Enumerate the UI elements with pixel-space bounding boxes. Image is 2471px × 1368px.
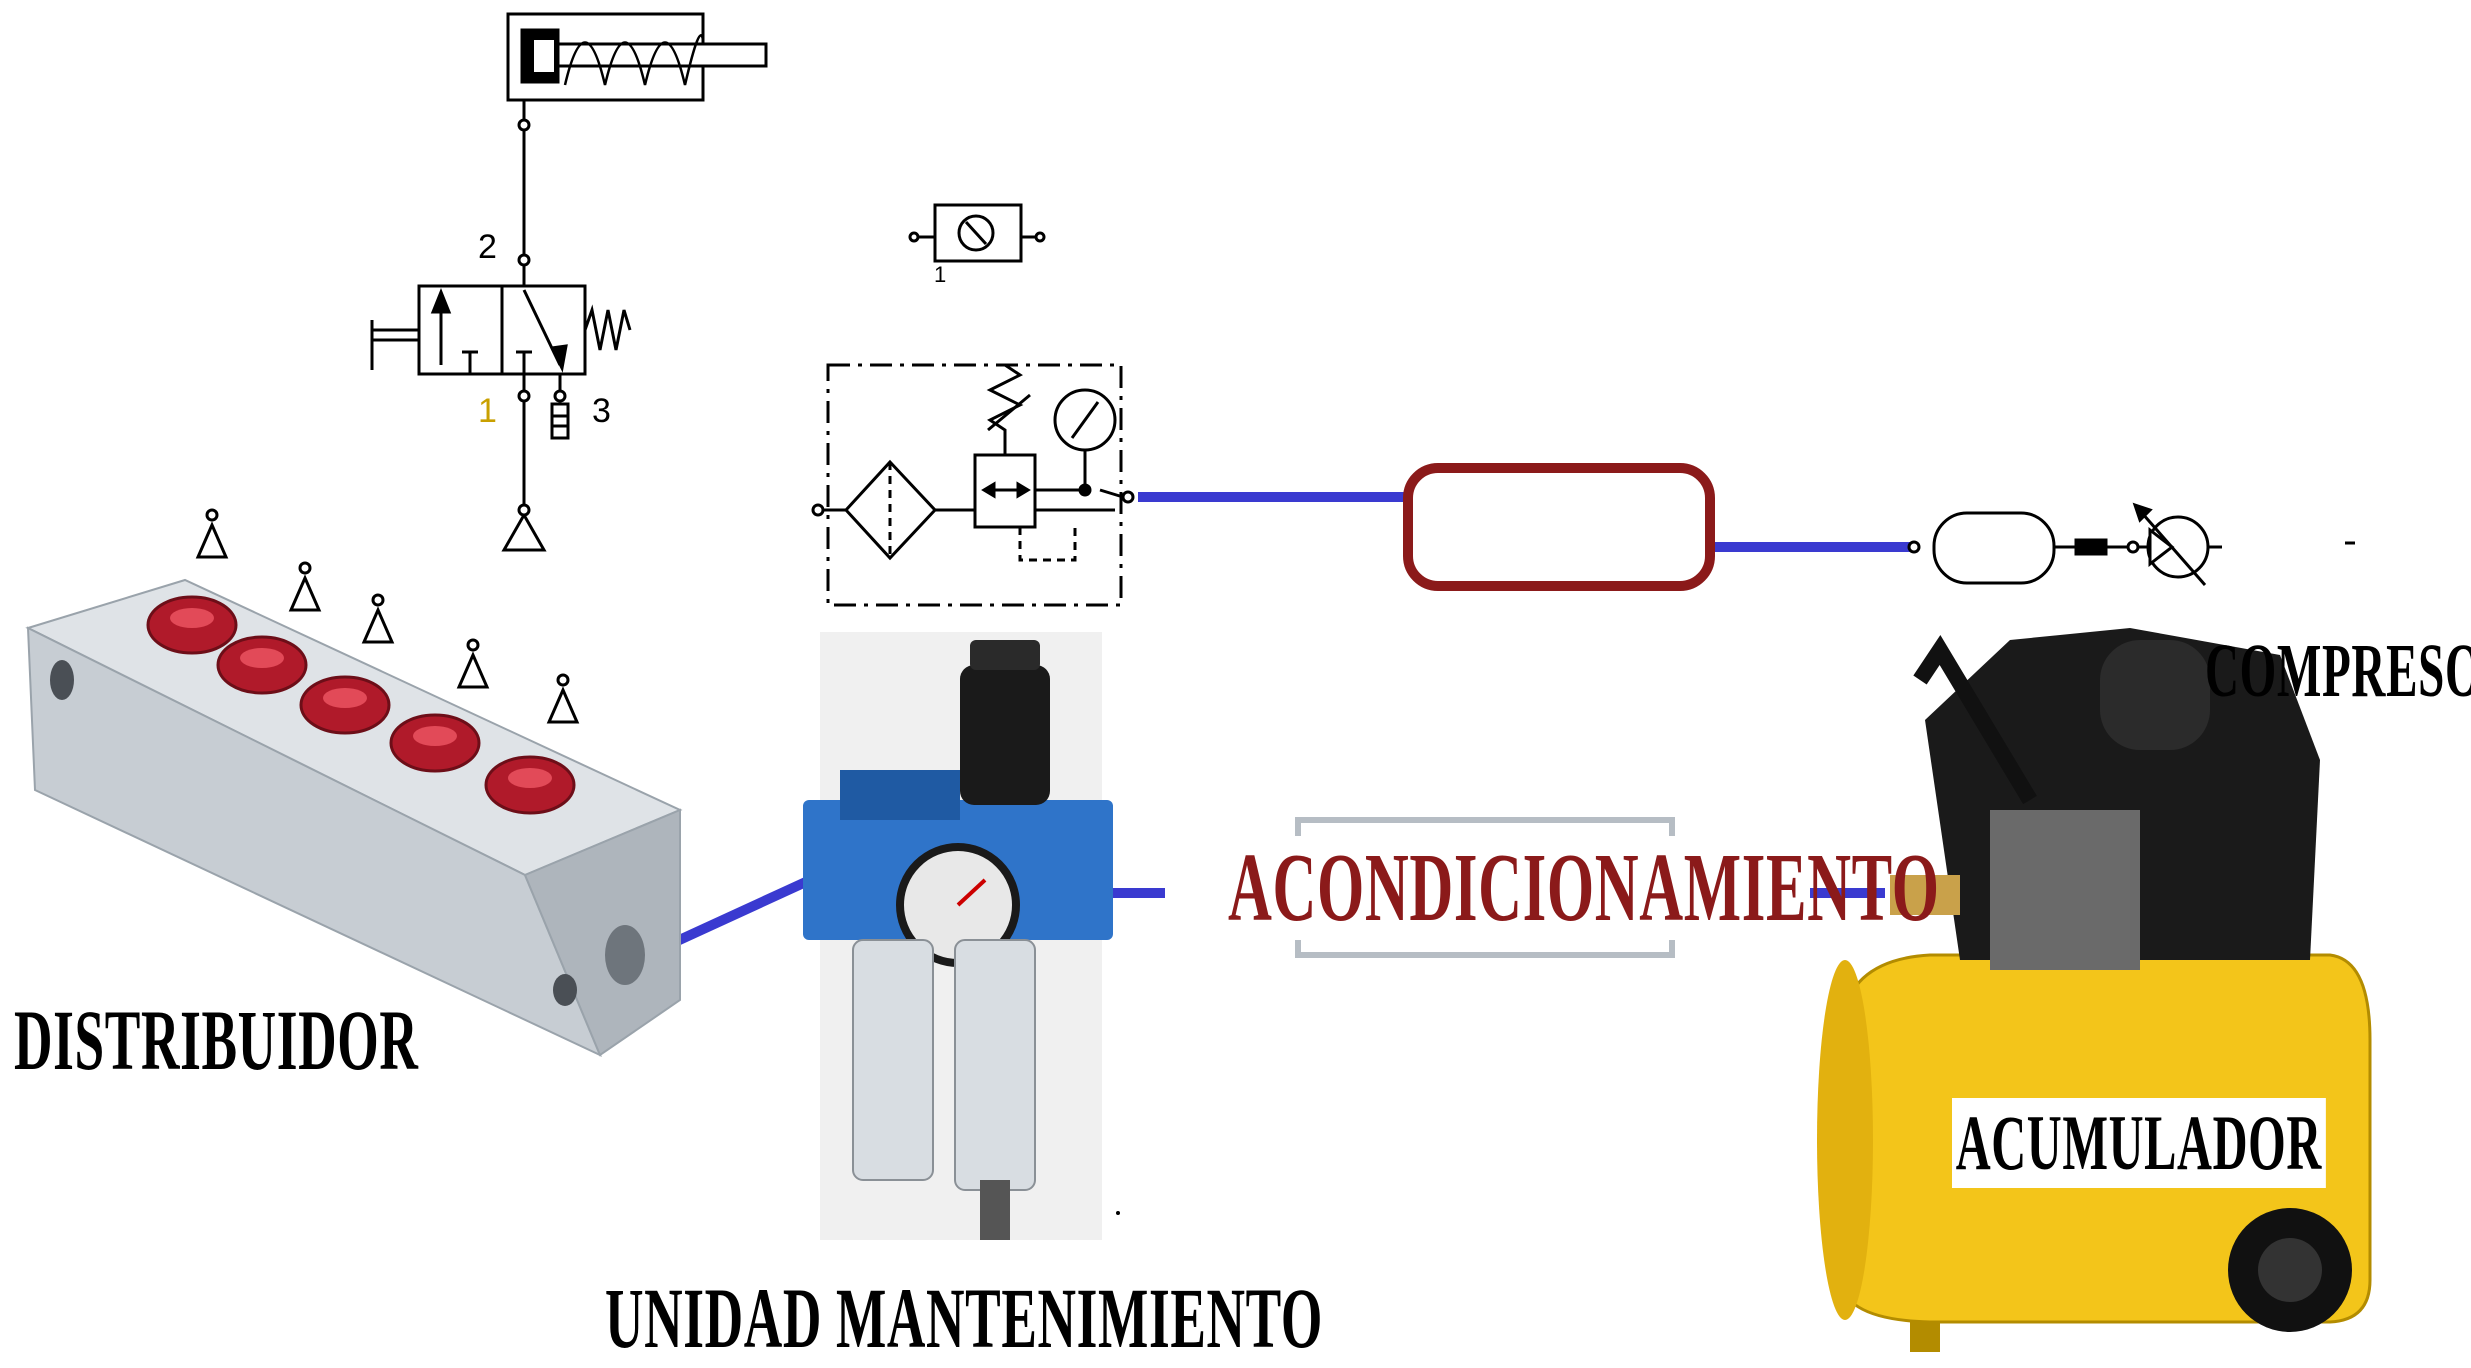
gauge-port-label: 1 xyxy=(934,262,946,287)
label-unidad-mantenimiento: UNIDAD MANTENIMIENTO xyxy=(605,1270,1323,1366)
cylinder-symbol xyxy=(506,12,768,267)
label-compresor: COMPRESOR xyxy=(2205,629,2471,713)
frl-symbol xyxy=(811,363,1135,607)
frl-unit-illustration xyxy=(803,632,1113,1240)
label-acumulador: ACUMULADOR xyxy=(1952,1098,2326,1188)
gauge-symbol xyxy=(908,203,1046,263)
port-label-2: 2 xyxy=(478,228,497,266)
port-label-1: 1 xyxy=(478,392,497,430)
compressor-illustration xyxy=(1817,628,2372,1352)
valve-symbol xyxy=(370,265,632,552)
reservoir-symbol xyxy=(1403,463,1715,591)
acondicionamiento-frame xyxy=(1295,817,1675,958)
compressor-symbol xyxy=(1907,502,2355,586)
label-acondicionamiento: ACONDICIONAMIENTO xyxy=(1228,834,1940,942)
exhaust-symbols xyxy=(195,508,580,724)
manifold-illustration xyxy=(25,578,683,1058)
speck xyxy=(1116,1211,1120,1215)
port-label-3: 3 xyxy=(592,392,611,430)
label-distribuidor: DISTRIBUIDOR xyxy=(14,992,419,1088)
